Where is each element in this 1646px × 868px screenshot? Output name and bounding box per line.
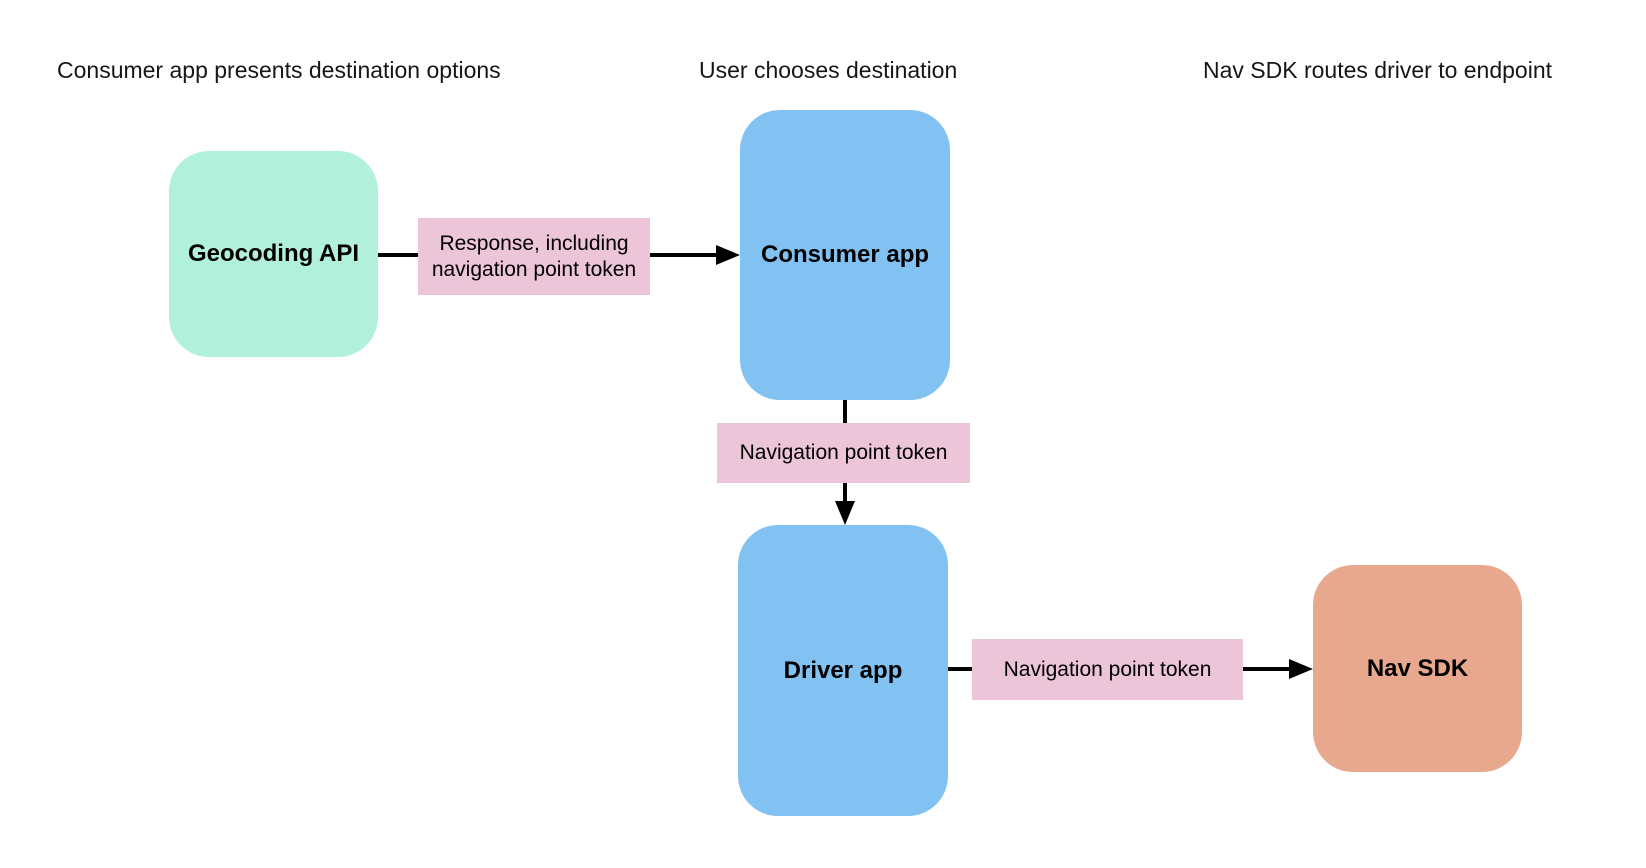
node-geocoding-api-label: Geocoding API xyxy=(187,240,360,267)
arrowhead-right-icon xyxy=(1289,659,1313,679)
stage-heading-navsdk-routes: Nav SDK routes driver to endpoint xyxy=(1203,57,1553,83)
node-driver-app: Driver app xyxy=(738,525,948,816)
node-consumer-app: Consumer app xyxy=(740,110,950,400)
node-driver-app-label: Driver app xyxy=(783,656,903,684)
stage-heading-user-chooses: User chooses destination xyxy=(699,57,958,83)
edge-label-navigation-point-token-1: Navigation point token xyxy=(717,423,970,483)
arrowhead-right-icon xyxy=(716,245,740,265)
node-consumer-app-label: Consumer app xyxy=(760,241,930,268)
node-geocoding-api: Geocoding API xyxy=(169,151,378,357)
stage-heading-consumer-presents: Consumer app presents destination option… xyxy=(57,57,501,83)
node-nav-sdk: Nav SDK xyxy=(1313,565,1522,772)
arrowhead-down-icon xyxy=(835,501,855,525)
edge-label-navigation-point-token-2: Navigation point token xyxy=(972,639,1243,700)
node-nav-sdk-label: Nav SDK xyxy=(1366,654,1469,682)
edge-label-response-token: Response, including navigation point tok… xyxy=(418,218,650,295)
